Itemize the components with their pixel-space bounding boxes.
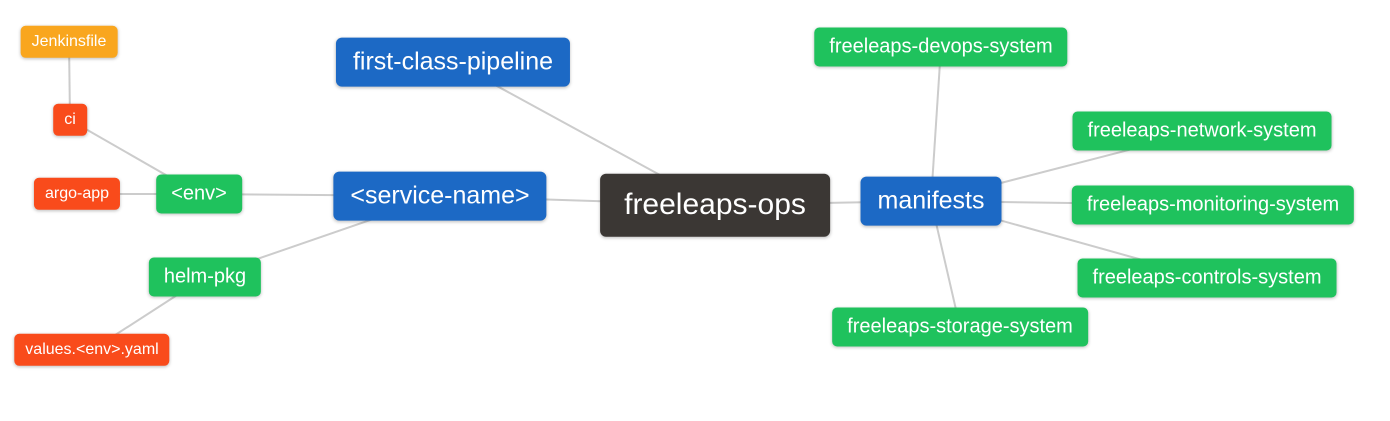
edge-manifests-to-freeleaps-devops-system [930, 46, 942, 202]
node-freeleaps-monitoring-system[interactable]: freeleaps-monitoring-system [1071, 185, 1355, 225]
node-jenkinsfile[interactable]: Jenkinsfile [20, 25, 118, 59]
node-values-env-yaml[interactable]: values.<env>.yaml [14, 333, 170, 367]
node-env[interactable]: <env> [156, 174, 242, 214]
node-argo-app[interactable]: argo-app [33, 177, 121, 211]
node-helm-pkg[interactable]: helm-pkg [148, 257, 262, 297]
node-service-name[interactable]: <service-name> [333, 171, 547, 221]
node-freeleaps-storage-system[interactable]: freeleaps-storage-system [832, 307, 1088, 347]
node-freeleaps-devops-system[interactable]: freeleaps-devops-system [814, 27, 1068, 67]
node-ci[interactable]: ci [53, 103, 87, 137]
node-freeleaps-ops[interactable]: freeleaps-ops [600, 173, 830, 237]
node-freeleaps-controls-system[interactable]: freeleaps-controls-system [1077, 258, 1337, 298]
node-freeleaps-network-system[interactable]: freeleaps-network-system [1072, 111, 1332, 151]
node-manifests[interactable]: manifests [860, 176, 1002, 226]
node-first-class-pipeline[interactable]: first-class-pipeline [335, 37, 571, 87]
